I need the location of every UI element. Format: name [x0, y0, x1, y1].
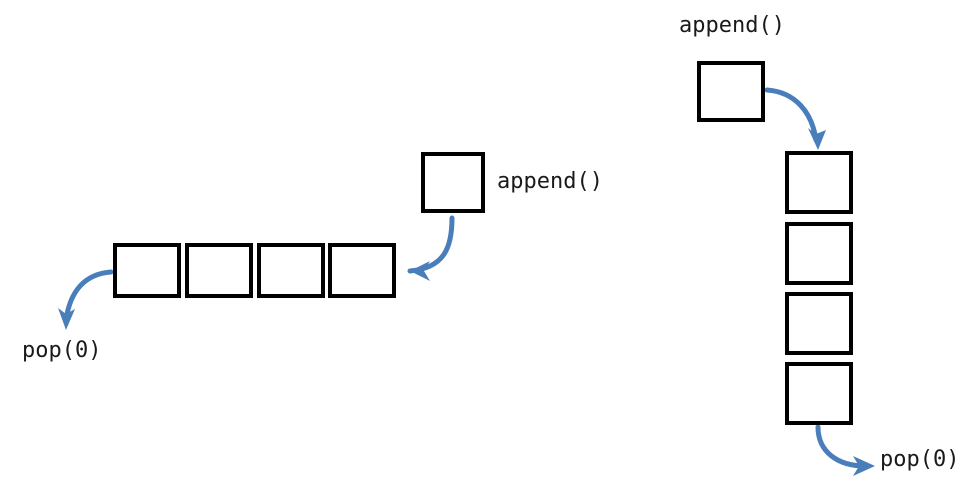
horizontal-queue-pop-arrow-line: [63, 269, 114, 323]
horizontal-queue-queue-box-1: [113, 243, 181, 298]
horizontal-queue-pop-arrow-head: [58, 308, 75, 330]
horizontal-queue-append-arrow-line: [407, 215, 455, 274]
horizontal-queue-pop-arrow: [58, 269, 114, 330]
vertical-queue-queue-box-1: [785, 151, 853, 214]
horizontal-queue-incoming-element-box: [421, 152, 485, 213]
vertical-queue-append-arrow-line: [764, 87, 819, 143]
vertical-queue-queue-box-2: [785, 222, 853, 285]
vertical-queue-append-label: append(): [679, 13, 785, 38]
vertical-queue-queue-box-4: [785, 362, 853, 425]
vertical-queue-append-arrow-head: [808, 128, 826, 150]
horizontal-queue-queue-box-2: [185, 243, 253, 298]
horizontal-queue-append-label: append(): [497, 169, 603, 194]
vertical-queue-pop-label: pop(0): [880, 447, 960, 472]
vertical-queue-append-arrow: [764, 87, 826, 150]
vertical-queue-pop-arrow-head: [853, 456, 875, 476]
vertical-queue-pop-arrow-line: [815, 424, 868, 469]
horizontal-queue-pop-label: pop(0): [22, 338, 102, 363]
vertical-queue-incoming-element-box: [697, 61, 765, 122]
horizontal-queue-queue-box-4: [328, 243, 396, 298]
vertical-queue-queue-box-3: [785, 292, 853, 355]
horizontal-queue-append-arrow-head: [410, 261, 430, 281]
vertical-queue-pop-arrow: [815, 424, 875, 476]
horizontal-queue-append-arrow: [407, 215, 455, 281]
horizontal-queue-queue-box-3: [257, 243, 325, 298]
